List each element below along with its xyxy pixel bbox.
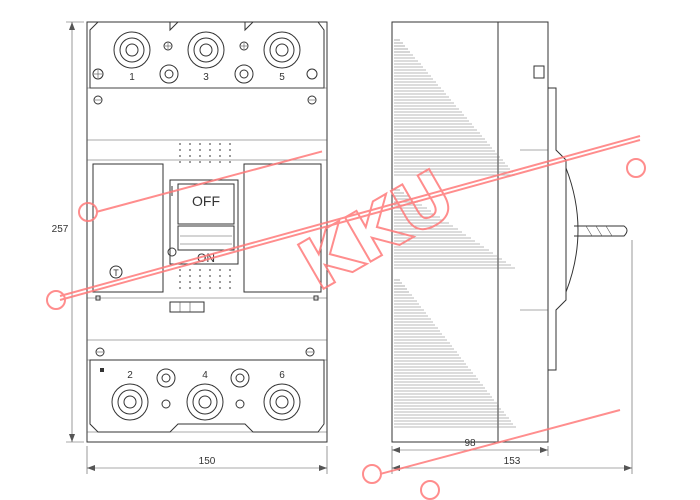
top-terminal-1	[113, 31, 151, 69]
terminal-label-5: 5	[279, 72, 285, 83]
side-view	[391, 21, 628, 443]
front-width-dimension: 150	[199, 456, 216, 467]
top-terminal-5	[263, 31, 301, 69]
bottom-screws	[95, 347, 315, 409]
front-dimensions: 257 150	[52, 21, 328, 474]
watermark: KKU	[46, 135, 646, 500]
test-button	[109, 265, 123, 279]
side-body-depth-dimension: 98	[464, 438, 476, 449]
bottom-terminal-2	[111, 383, 149, 421]
top-screws	[92, 41, 318, 105]
handle-frame	[169, 179, 239, 265]
test-button-label: T	[113, 268, 119, 278]
rating-plate	[169, 301, 205, 313]
terminal-label-4: 4	[202, 370, 208, 381]
terminal-label-6: 6	[279, 370, 285, 381]
handle-off-label: OFF	[192, 193, 220, 209]
handle-profile	[565, 167, 579, 293]
vent-dots	[179, 143, 231, 289]
bottom-terminal-block	[89, 359, 325, 433]
terminal-label-3: 3	[203, 72, 209, 83]
handle-lever	[177, 225, 235, 251]
top-terminal-block	[89, 21, 325, 89]
handle-shaft	[574, 225, 628, 237]
terminal-label-1: 1	[129, 72, 135, 83]
cooling-fins	[394, 39, 516, 428]
front-cover-profile	[548, 87, 567, 371]
side-total-depth-dimension: 153	[504, 456, 521, 467]
bottom-terminal-4	[186, 383, 224, 421]
side-body-outline	[391, 21, 549, 443]
top-terminal-3	[187, 31, 225, 69]
left-panel	[92, 163, 164, 293]
handle-off-area	[177, 183, 235, 225]
side-dimensions: 98 153	[391, 240, 633, 474]
watermark-text: KKU	[286, 154, 469, 307]
terminal-label-2: 2	[127, 370, 133, 381]
bottom-terminal-6	[263, 383, 301, 421]
height-dimension: 257	[52, 224, 69, 235]
